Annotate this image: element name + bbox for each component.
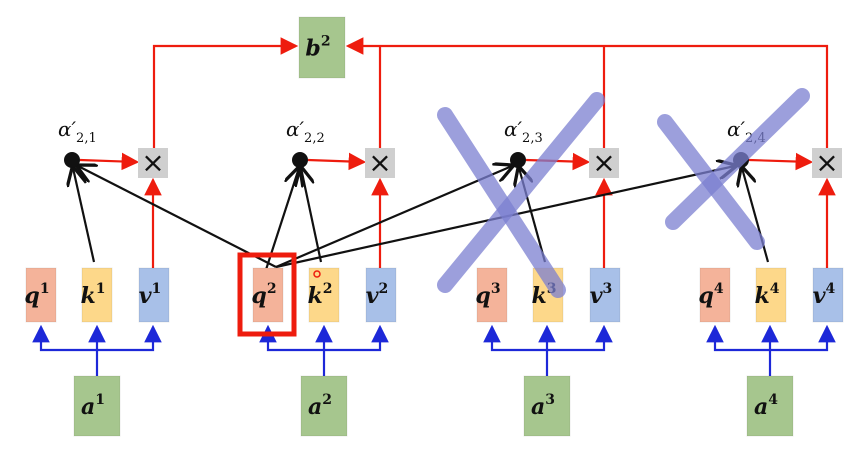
query-box-4-box (699, 267, 731, 323)
multiply-box (589, 148, 619, 178)
attention-weight-label: α′2,2 (286, 117, 325, 146)
value-box-4-label: v4 (813, 281, 836, 309)
input-box-2: a2 (300, 375, 348, 437)
input-arrow-v (770, 324, 836, 352)
value-box-3-label: v3 (590, 281, 613, 309)
query-box-3-label: q3 (475, 281, 500, 309)
cross-out-mark (665, 88, 810, 230)
cross-out-mark (437, 107, 566, 298)
multiply-box (138, 148, 168, 178)
query-box-1-label: q1 (24, 281, 49, 309)
input-box-3-box (523, 375, 571, 437)
weight-arrow (79, 152, 140, 171)
input-arrow-v (97, 324, 162, 352)
multiply-box (812, 148, 842, 178)
input-box-4: a4 (746, 375, 794, 437)
query-arrow (260, 168, 299, 283)
cross-out-mark (437, 92, 605, 293)
input-arrow-v (324, 324, 389, 352)
multiply-icon: × (815, 146, 838, 179)
value-box-3: v3 (589, 267, 621, 323)
value-box-3-box (589, 267, 621, 323)
input-box-4-label: a4 (754, 392, 778, 420)
query-box-4: q4 (698, 267, 731, 323)
input-box-2-label: a2 (308, 392, 332, 420)
multiply-icon: × (592, 146, 615, 179)
value-box-1-box (138, 267, 170, 323)
key-box-4-box (755, 267, 787, 323)
cursor-marker (313, 270, 321, 278)
attention-score-dot (292, 152, 308, 168)
key-box-4-label: k4 (755, 281, 780, 309)
value-box-2-label: v2 (366, 281, 389, 309)
key-box-2: k2 (308, 267, 340, 323)
value-box-2-box (365, 267, 397, 323)
key-arrow (73, 168, 96, 263)
query-box-3: q3 (475, 267, 508, 323)
weight-arrow (748, 152, 814, 171)
input-arrow-v (547, 324, 613, 352)
value-box-4: v4 (812, 267, 844, 323)
query-box-3-box (476, 267, 508, 323)
input-box-4-box (746, 375, 794, 437)
input-box-3: a3 (523, 375, 571, 437)
input-box-1-label: a1 (81, 392, 105, 420)
attention-weight-label: α′2,1 (58, 117, 97, 146)
query-box-2-label: q2 (251, 281, 276, 309)
query-box-1-box (25, 267, 57, 323)
input-arrow-q (706, 324, 770, 352)
value-box-1: v1 (138, 267, 170, 323)
output-box: b2 (298, 16, 346, 79)
multiply-box (365, 148, 395, 178)
input-box-1: a1 (73, 375, 121, 437)
attention-weight-label: α′2,3 (504, 117, 543, 146)
attention-score-dot (64, 152, 80, 168)
input-box-1-box (73, 375, 121, 437)
value-box-1-label: v1 (139, 281, 162, 309)
query-box-1: q1 (24, 267, 57, 323)
attention-score-dot (510, 152, 526, 168)
multiply-icon: × (141, 146, 164, 179)
key-box-1-label: k1 (81, 281, 106, 309)
input-arrow-q (483, 324, 547, 352)
query-box-4-label: q4 (698, 281, 723, 309)
multiply-icon: × (368, 146, 391, 179)
value-box-2: v2 (365, 267, 397, 323)
input-box-2-box (300, 375, 348, 437)
output-box-box (298, 16, 346, 79)
query-highlight-frame (237, 252, 297, 337)
input-box-3-label: a3 (531, 392, 555, 420)
output-box-label: b2 (305, 34, 330, 62)
weight-arrow (307, 152, 367, 171)
query-arrow (78, 166, 277, 268)
key-box-2-label: k2 (308, 281, 333, 309)
sum-arrow-4 (345, 37, 829, 148)
input-arrow-q (32, 324, 97, 352)
sum-arrow-1 (152, 37, 299, 148)
query-arrow (275, 166, 512, 269)
query-box-2: q2 (251, 267, 284, 323)
query-box-2-box (252, 267, 284, 323)
key-box-1-box (81, 267, 113, 323)
key-box-1: k1 (81, 267, 113, 323)
value-box-4-box (812, 267, 844, 323)
key-box-2-box (308, 267, 340, 323)
key-box-4: k4 (755, 267, 787, 323)
